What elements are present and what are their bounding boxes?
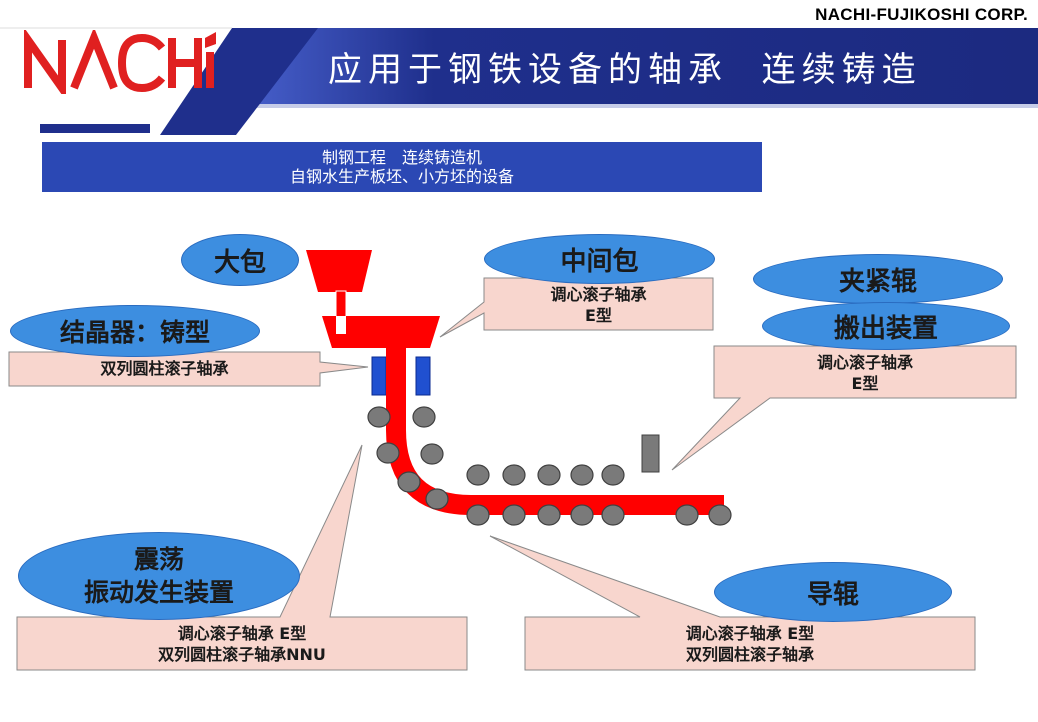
corporate-name: NACHI-FUJIKOSHI CORP. [815, 5, 1028, 24]
tundish [322, 316, 440, 348]
ladle [306, 250, 372, 292]
callout-withdrawal-line1: 调心滚子轴承 [816, 353, 913, 372]
nachi-logo [24, 30, 216, 94]
mold-left [371, 356, 387, 396]
roll [601, 464, 625, 486]
header-banner [0, 27, 1038, 135]
steel-strand [386, 346, 724, 515]
callout-withdrawal-box [671, 345, 1017, 471]
callout-oscillation-text: 调心滚子轴承 E型 双列圆柱滚子轴承NNU [17, 623, 467, 665]
roll [537, 504, 561, 526]
callout-guide-roll-line1: 调心滚子轴承 E型 [685, 624, 815, 643]
subtitle-line-2: 自钢水生产板坯、小方坯的设备 [289, 167, 514, 186]
roll [570, 504, 594, 526]
label-tundish: 中间包 [484, 234, 715, 284]
page-title: 应用于钢铁设备的轴承 连续铸造 [328, 50, 922, 90]
label-withdrawal: 搬出装置 [762, 302, 1010, 350]
roll [466, 464, 490, 486]
label-pinch-roll: 夹紧辊 [753, 254, 1003, 304]
label-oscillation-line2: 振动发生装置 [83, 578, 234, 607]
subtitle-line-1: 制钢工程 连续铸造机 [321, 148, 482, 167]
mold-right [415, 356, 431, 396]
label-oscillation-line1: 震荡 [133, 545, 184, 574]
callout-oscillation-line1: 调心滚子轴承 E型 [177, 624, 307, 643]
roll [601, 504, 625, 526]
callout-guide-roll-line2: 双列圆柱滚子轴承 [685, 645, 814, 664]
roll [502, 504, 526, 526]
callout-tundish-text: 调心滚子轴承 E型 [484, 284, 713, 326]
roll [376, 442, 400, 464]
callout-mold-box [8, 351, 369, 387]
label-guide-roll: 导辊 [714, 562, 952, 622]
label-ladle: 大包 [181, 234, 299, 286]
callout-tundish-line2: E型 [585, 306, 612, 325]
cutter-block [641, 434, 660, 473]
label-oscillation: 震荡 振动发生装置 [18, 532, 300, 620]
callout-oscillation-line2: 双列圆柱滚子轴承NNU [158, 645, 326, 664]
callout-mold-line1: 双列圆柱滚子轴承 [100, 359, 229, 378]
callout-tundish-box [439, 277, 714, 338]
callout-mold-text: 双列圆柱滚子轴承 [9, 358, 320, 379]
subtitle-box: 制钢工程 连续铸造机 自钢水生产板坯、小方坯的设备 [42, 142, 762, 192]
callout-guide-roll-text: 调心滚子轴承 E型 双列圆柱滚子轴承 [525, 623, 975, 665]
roll [466, 504, 490, 526]
tundish-notch [336, 316, 346, 334]
roll [412, 406, 436, 428]
roll [502, 464, 526, 486]
roll [425, 488, 449, 510]
callout-withdrawal-line2: E型 [851, 374, 879, 393]
roll [537, 464, 561, 486]
roll [367, 406, 391, 428]
roll [708, 504, 732, 526]
label-mold: 结晶器：铸型 [10, 305, 260, 357]
callout-tundish-line1: 调心滚子轴承 [550, 285, 647, 304]
roll [570, 464, 594, 486]
roll [420, 443, 444, 465]
roll [397, 471, 421, 493]
callout-withdrawal-text: 调心滚子轴承 E型 [714, 352, 1016, 394]
roll [675, 504, 699, 526]
